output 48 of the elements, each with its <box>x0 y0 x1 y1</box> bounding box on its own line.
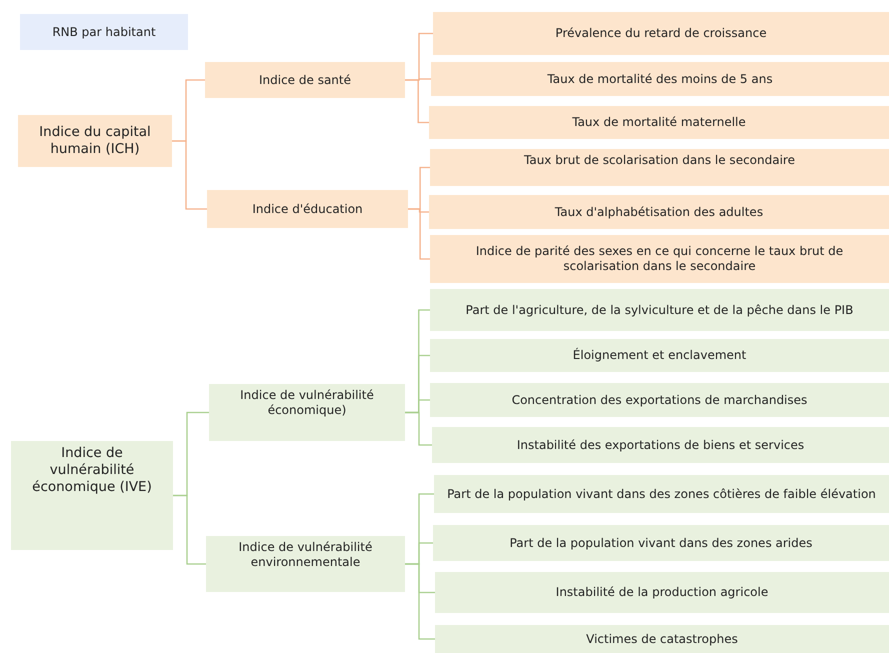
indicator-box <box>432 427 889 463</box>
indicator-box <box>209 384 405 441</box>
indicator-box <box>430 235 889 283</box>
indicator-label: Indice de parité des sexes en ce qui concerne le taux brut de scolarisation dans le secondaire <box>474 244 844 274</box>
indicator-box <box>434 475 889 513</box>
indicator-label: Indice de vulnérabilité économique) <box>239 388 375 418</box>
indicator-label: Instabilité des exportations de biens et services <box>516 438 804 452</box>
indicator-label: Part de la population vivant dans des zones arides <box>510 536 812 550</box>
indicator-box <box>205 62 405 98</box>
indicator-box <box>206 536 405 592</box>
indicator-label: Taux de mortalité des moins de 5 ans <box>547 72 773 86</box>
connector-line <box>405 563 435 640</box>
indicator-label: Indice du capital humain (ICH) <box>38 124 152 158</box>
indicator-box <box>433 12 889 55</box>
indicator-label: Indice d'éducation <box>252 202 363 216</box>
indicator-label: Indice de vulnérabilité environnementale <box>238 540 374 570</box>
connector-line <box>173 494 206 565</box>
indicator-label: Indice de vulnérabilité économique (IVE) <box>31 445 153 496</box>
indicator-label: Taux d'alphabétisation des adultes <box>554 204 764 220</box>
indicator-box <box>431 62 889 96</box>
indicator-box <box>430 289 889 331</box>
indicator-box <box>430 339 889 372</box>
indicator-label: Part de la population vivant dans des zones côtières de faible élévation <box>447 486 876 502</box>
connector-line <box>408 208 430 260</box>
indicator-box <box>429 106 889 139</box>
connector-line <box>172 140 207 210</box>
indicator-box <box>435 625 889 653</box>
indicator-label: RNB par habitant <box>52 24 156 40</box>
indicator-label: Taux brut de scolarisation dans le secondaire <box>524 153 795 168</box>
indicator-label: Instabilité de la production agricole <box>556 585 768 600</box>
indicator-label: Victimes de catastrophes <box>586 632 738 646</box>
indicator-box <box>429 195 889 229</box>
indicator-box <box>11 441 173 550</box>
indicator-box <box>433 525 889 561</box>
indicator-box <box>435 572 889 613</box>
indicator-box <box>207 190 408 228</box>
connector-line <box>405 79 429 124</box>
indicator-label: Taux de mortalité maternelle <box>572 115 746 130</box>
indicator-box <box>18 115 172 167</box>
indicator-box <box>20 14 188 50</box>
indicator-label: Part de l'agriculture, de la sylviculture et de la pêche dans le PIB <box>466 302 854 318</box>
connector-line <box>405 412 432 446</box>
indicator-box <box>430 149 889 186</box>
indicator-label: Concentration des exportations de marchandises <box>512 392 808 408</box>
indicator-label: Indice de santé <box>258 72 351 88</box>
indicator-box <box>430 383 889 417</box>
indicator-label: Éloignement et enclavement <box>572 348 746 363</box>
indicator-label: Prévalence du retard de croissance <box>555 26 767 41</box>
